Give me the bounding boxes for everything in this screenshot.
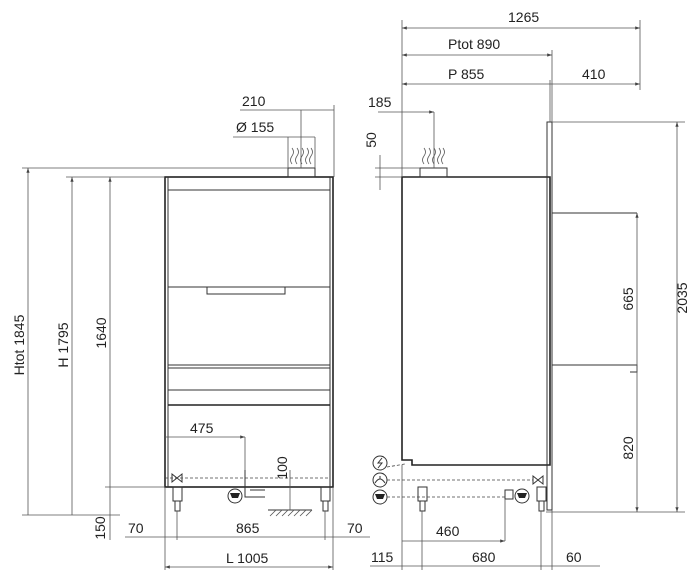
dim-total-height: 2035	[674, 282, 690, 313]
dim-leg-inset-left: 70	[128, 520, 144, 536]
dim-leg-inset-rear: 60	[566, 549, 582, 565]
cabinet-outline	[164, 176, 334, 488]
ground-hatch-icon	[268, 509, 313, 517]
dim-exhaust-diameter: Ø 155	[236, 119, 274, 135]
drain-icon	[372, 489, 388, 505]
dim-total-depth: 1265	[508, 9, 539, 25]
valve-icon	[171, 472, 183, 484]
side-legs	[417, 486, 547, 512]
dim-drain-height: 100	[274, 456, 290, 480]
front-dimensions	[22, 105, 370, 570]
water-inlet-icon	[372, 472, 388, 488]
dim-drain-offset: 475	[190, 420, 214, 436]
side-view: 1265 Ptot 890 P 855 410 185 50 665 820 2…	[363, 9, 690, 570]
dim-leg-inset-right: 70	[347, 520, 363, 536]
dim-h: H 1795	[55, 322, 71, 367]
dim-rear-extension: 410	[582, 66, 606, 82]
side-dimensions	[370, 20, 685, 570]
dim-ptot: Ptot 890	[448, 36, 500, 52]
dim-p: P 855	[448, 66, 485, 82]
dim-drain-offset: 460	[436, 523, 460, 539]
steam-exhaust-icon	[287, 147, 316, 178]
dim-upper-height: 665	[620, 287, 636, 311]
valve-icon	[532, 474, 544, 486]
drain-icon	[514, 488, 530, 504]
dim-length: L 1005	[226, 550, 269, 566]
legs	[172, 486, 331, 512]
dim-exhaust-height: 50	[363, 132, 379, 148]
dim-leg-spacing: 865	[236, 520, 260, 536]
dim-htot: Htot 1845	[11, 314, 27, 375]
electric-connection-icon	[372, 455, 388, 471]
dim-table-height: 820	[620, 436, 636, 460]
drain-icon	[227, 488, 243, 504]
dim-leg-spacing: 680	[472, 549, 496, 565]
door-handle	[206, 286, 286, 295]
dim-leg-height: 150	[92, 516, 108, 540]
drain-pipe	[244, 470, 265, 498]
front-view: 210 Ø 155 Htot 1845 H 1795 1640 475 100 …	[11, 93, 370, 570]
dim-leg-inset-front: 115	[371, 549, 394, 565]
dim-exhaust-offset: 210	[242, 93, 266, 109]
steam-exhaust-icon	[419, 147, 448, 178]
dim-h-body: 1640	[93, 317, 109, 348]
side-body	[401, 121, 638, 511]
dim-exhaust-offset: 185	[368, 94, 392, 110]
